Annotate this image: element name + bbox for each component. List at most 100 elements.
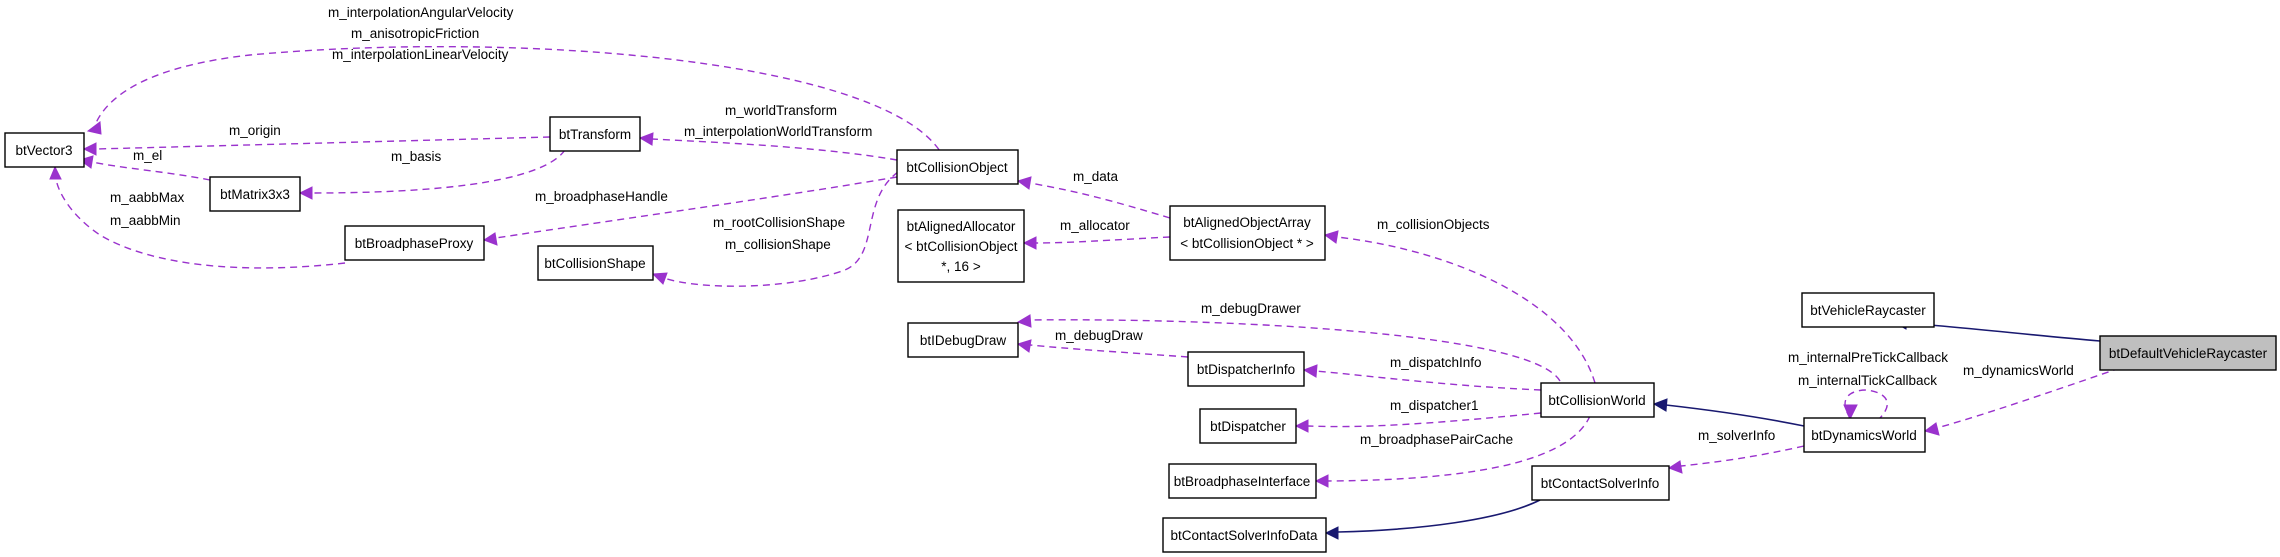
node-btAlignedObjectArray-line1: btAlignedObjectArray bbox=[1183, 215, 1311, 230]
edge-dynamicsworld-inherits-collisionworld bbox=[1665, 404, 1805, 427]
node-btAlignedAllocator[interactable]: btAlignedAllocator < btCollisionObject *… bbox=[897, 209, 1025, 283]
node-btIDebugDraw[interactable]: btIDebugDraw bbox=[907, 322, 1019, 358]
label-debug-draw: m_debugDraw bbox=[1055, 328, 1143, 343]
label-internal-pre-tick: m_internalPreTickCallback bbox=[1788, 350, 1948, 365]
edge-transform-matrix bbox=[311, 149, 566, 194]
node-btDispatcherInfo-label: btDispatcherInfo bbox=[1197, 362, 1295, 377]
node-btCollisionWorld-label: btCollisionWorld bbox=[1548, 393, 1645, 408]
node-btContactSolverInfo[interactable]: btContactSolverInfo bbox=[1531, 465, 1670, 501]
node-btMatrix3x3-label: btMatrix3x3 bbox=[220, 187, 290, 202]
arrowhead-vehicleraycaster-dynamicsworld bbox=[1923, 422, 1940, 436]
node-btCollisionObject-label: btCollisionObject bbox=[906, 160, 1008, 175]
arrowhead-dynamicsworld-contactsolverinfo bbox=[1667, 460, 1683, 474]
edge-default-inherits-vehicleraycaster bbox=[1905, 322, 2101, 342]
label-debug-drawer: m_debugDrawer bbox=[1201, 301, 1301, 316]
label-world-transform: m_worldTransform bbox=[725, 103, 837, 118]
edge-dynamicsworld-self bbox=[1844, 389, 1888, 419]
edge-collisionobject-transform bbox=[651, 138, 898, 161]
node-btDynamicsWorld[interactable]: btDynamicsWorld bbox=[1803, 417, 1926, 453]
arrowhead-dynamicsworld-inherits-collisionworld bbox=[1652, 398, 1668, 412]
node-btDefaultVehicleRaycaster-label: btDefaultVehicleRaycaster bbox=[2109, 346, 2268, 361]
label-aabb-min: m_aabbMin bbox=[110, 213, 181, 228]
node-btIDebugDraw-label: btIDebugDraw bbox=[920, 333, 1007, 348]
node-btCollisionObject[interactable]: btCollisionObject bbox=[896, 149, 1019, 185]
label-broadphase-handle: m_broadphaseHandle bbox=[535, 189, 668, 204]
label-interp-linear: m_interpolationLinearVelocity bbox=[332, 47, 509, 62]
node-btVector3[interactable]: btVector3 bbox=[4, 132, 85, 168]
node-btVehicleRaycaster-label: btVehicleRaycaster bbox=[1810, 303, 1926, 318]
label-dynamics-world: m_dynamicsWorld bbox=[1963, 363, 2074, 378]
label-anisotropic: m_anisotropicFriction bbox=[351, 26, 479, 41]
node-btDispatcher[interactable]: btDispatcher bbox=[1199, 408, 1297, 444]
node-btCollisionShape-label: btCollisionShape bbox=[544, 256, 645, 271]
node-btTransform[interactable]: btTransform bbox=[549, 116, 641, 152]
arrowhead-contactsolverinfo-inherits-data bbox=[1324, 526, 1339, 540]
edge-collisionworld-alignedobjectarray bbox=[1336, 236, 1596, 384]
edge-collisionworld-broadphaseinterface bbox=[1327, 415, 1591, 482]
node-btDynamicsWorld-label: btDynamicsWorld bbox=[1811, 428, 1917, 443]
arrowhead-transform-matrix bbox=[298, 186, 313, 200]
node-btContactSolverInfoData[interactable]: btContactSolverInfoData bbox=[1162, 517, 1327, 553]
label-solver-info: m_solverInfo bbox=[1698, 428, 1775, 443]
edge-contactsolverinfo-inherits-data bbox=[1337, 499, 1541, 533]
arrowhead-collisionworld-dispatcher bbox=[1294, 419, 1309, 433]
node-btVehicleRaycaster[interactable]: btVehicleRaycaster bbox=[1801, 292, 1935, 328]
arrowhead-dynamicsworld-self bbox=[1843, 404, 1858, 421]
node-btDispatcherInfo[interactable]: btDispatcherInfo bbox=[1187, 351, 1305, 387]
edge-collisionworld-dispatcherinfo bbox=[1315, 370, 1542, 391]
label-data: m_data bbox=[1073, 169, 1119, 184]
edge-dynamicsworld-contactsolverinfo bbox=[1680, 445, 1805, 467]
arrowhead-collisionobject-collisionshape bbox=[651, 272, 668, 285]
node-btAlignedAllocator-line2: < btCollisionObject bbox=[905, 239, 1018, 254]
label-collision-objects: m_collisionObjects bbox=[1377, 217, 1490, 232]
label-collision-shape: m_collisionShape bbox=[725, 237, 831, 252]
label-broadphase-pair-cache: m_broadphasePairCache bbox=[1360, 432, 1513, 447]
node-btDispatcher-label: btDispatcher bbox=[1210, 419, 1286, 434]
edge-matrix-vector3 bbox=[91, 161, 211, 181]
arrowhead-transform-vector3 bbox=[82, 142, 97, 156]
arrowhead-collisionobject-broadphaseproxy bbox=[482, 232, 498, 246]
node-btAlignedAllocator-line1: btAlignedAllocator bbox=[907, 219, 1016, 234]
label-dispatcher1: m_dispatcher1 bbox=[1390, 398, 1479, 413]
edge-vehicleraycaster-dynamicsworld bbox=[1936, 367, 2121, 429]
node-btCollisionShape[interactable]: btCollisionShape bbox=[537, 245, 654, 281]
node-btBroadphaseInterface[interactable]: btBroadphaseInterface bbox=[1168, 463, 1317, 499]
arrowhead-collisionobject-vector3 bbox=[86, 121, 102, 135]
edge-collisionworld-idebugdraw-drawer bbox=[1029, 319, 1561, 382]
arrowhead-collisionworld-idebugdraw-drawer bbox=[1016, 314, 1032, 328]
node-btContactSolverInfoData-label: btContactSolverInfoData bbox=[1170, 528, 1318, 543]
label-origin: m_origin bbox=[229, 123, 281, 138]
arrowhead-collisionobject-transform bbox=[638, 132, 654, 146]
node-btCollisionWorld[interactable]: btCollisionWorld bbox=[1540, 382, 1655, 418]
node-btAlignedAllocator-line3: *, 16 > bbox=[941, 259, 981, 274]
arrowhead-dispatcherinfo-idebugdraw bbox=[1016, 339, 1032, 353]
arrowhead-collisionworld-alignedobjectarray bbox=[1323, 230, 1339, 244]
node-btDefaultVehicleRaycaster[interactable]: btDefaultVehicleRaycaster bbox=[2099, 335, 2277, 371]
label-internal-tick: m_internalTickCallback bbox=[1798, 373, 1937, 388]
label-interp-world-transform: m_interpolationWorldTransform bbox=[684, 124, 872, 139]
label-basis: m_basis bbox=[391, 149, 442, 164]
edge-collisionobject-broadphaseproxy bbox=[495, 176, 898, 239]
label-el: m_el bbox=[133, 148, 162, 163]
usage-edges bbox=[49, 45, 2121, 488]
edge-alignedobjectarray-collisionobject bbox=[1029, 182, 1171, 219]
label-root-collision-shape: m_rootCollisionShape bbox=[713, 215, 845, 230]
nodes: btVector3 btTransform btMatrix3x3 btBroa… bbox=[4, 116, 2277, 553]
node-btAlignedObjectArray[interactable]: btAlignedObjectArray < btCollisionObject… bbox=[1169, 205, 1326, 261]
edge-dispatcherinfo-idebugdraw bbox=[1029, 344, 1189, 358]
arrowhead-broadphaseproxy-vector3 bbox=[49, 165, 62, 180]
node-btBroadphaseProxy-label: btBroadphaseProxy bbox=[355, 236, 474, 251]
edge-broadphaseproxy-vector3 bbox=[55, 177, 346, 269]
label-interp-angular: m_interpolationAngularVelocity bbox=[328, 5, 514, 20]
label-dispatch-info: m_dispatchInfo bbox=[1390, 355, 1482, 370]
edge-labels: m_interpolationAngularVelocity m_anisotr… bbox=[110, 5, 2074, 447]
edge-alignedobjectarray-allocator bbox=[1035, 236, 1171, 244]
arrowhead-collisionworld-dispatcherinfo bbox=[1302, 364, 1318, 378]
node-btBroadphaseInterface-label: btBroadphaseInterface bbox=[1174, 474, 1311, 489]
node-btContactSolverInfo-label: btContactSolverInfo bbox=[1541, 476, 1660, 491]
label-allocator: m_allocator bbox=[1060, 218, 1130, 233]
node-btBroadphaseProxy[interactable]: btBroadphaseProxy bbox=[344, 225, 485, 261]
node-btMatrix3x3[interactable]: btMatrix3x3 bbox=[209, 176, 301, 212]
arrowhead-alignedobjectarray-allocator bbox=[1022, 236, 1037, 250]
